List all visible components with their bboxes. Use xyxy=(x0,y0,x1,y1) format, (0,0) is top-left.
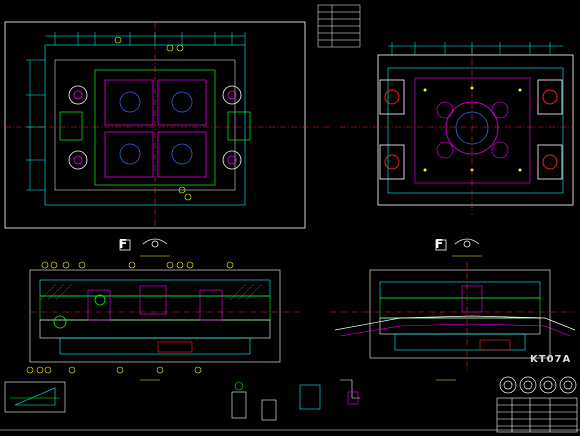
mold-plate-outline xyxy=(54,59,236,191)
plan-view-right-1 xyxy=(387,67,564,194)
plan-view-right-3 xyxy=(384,89,400,105)
section-hatching xyxy=(39,283,263,301)
plan-view-right-15 xyxy=(436,141,454,159)
plan-view-right-11 xyxy=(445,101,499,155)
title-block xyxy=(496,397,578,433)
plan-view-right-9 xyxy=(542,154,558,170)
guide-pillar xyxy=(68,85,88,105)
product-thumbnails xyxy=(499,376,577,394)
section-view-left-9 xyxy=(53,315,67,329)
ejector-housing xyxy=(537,144,563,180)
cavity-plate xyxy=(39,295,271,321)
top-clamp-plate xyxy=(39,279,271,297)
core-plate xyxy=(414,77,531,184)
plan-view-left-10 xyxy=(157,131,207,178)
plan-view-right-13 xyxy=(436,101,454,119)
plan-view-left-7 xyxy=(104,79,154,126)
guide-pillar xyxy=(222,150,242,170)
dimension-ticks-top xyxy=(45,32,246,45)
plan-view-left-4 xyxy=(73,155,83,165)
section-view-right-5 xyxy=(461,285,483,313)
section-view-left-0 xyxy=(29,269,281,363)
revision-table xyxy=(317,4,361,48)
section-view-right-0 xyxy=(369,269,551,359)
view-symbol-left xyxy=(119,238,170,257)
view-letter-right: F xyxy=(435,237,444,251)
plan-view-left-11 xyxy=(119,91,141,113)
plan-view-left-8 xyxy=(157,79,207,126)
ejector-housing xyxy=(537,79,563,115)
plan-view-left-13 xyxy=(119,143,141,165)
guide-pillar xyxy=(222,85,242,105)
section-view-left-5 xyxy=(87,289,111,321)
core-plate xyxy=(39,319,271,339)
mold-base-outline xyxy=(44,44,246,206)
plan-view-left-5 xyxy=(227,155,237,165)
ejector-housing xyxy=(379,79,405,115)
guide-pillar xyxy=(68,150,88,170)
section-view-right-6 xyxy=(479,339,511,351)
section-view-right xyxy=(330,262,576,381)
slide-block xyxy=(59,111,83,141)
plan-view-right-16 xyxy=(491,141,509,159)
plan-view-left xyxy=(4,21,330,229)
balloon-callouts xyxy=(114,36,192,201)
section-view-right-8 xyxy=(339,323,571,337)
section-view-left-10 xyxy=(157,341,193,353)
section-view-left-6 xyxy=(139,285,167,315)
dimension-ticks-top xyxy=(388,42,563,55)
section-view-left-7 xyxy=(199,289,223,321)
slide-block xyxy=(227,111,251,141)
plan-view-left-12 xyxy=(171,91,193,113)
plan-view-right-14 xyxy=(491,101,509,119)
view-letter-left: F xyxy=(119,237,128,251)
cooling-holes xyxy=(423,86,522,172)
plan-view-left-14 xyxy=(171,143,193,165)
detail-bottom-left xyxy=(4,381,66,413)
plan-view-left-3 xyxy=(227,90,237,100)
section-view-right-2 xyxy=(379,297,541,319)
section-view-right-4 xyxy=(394,333,526,351)
part-code: KT07A xyxy=(530,354,572,365)
plan-view-right-7 xyxy=(384,154,400,170)
plan-view-left-9 xyxy=(104,131,154,178)
plan-view-right-frame xyxy=(377,54,574,206)
ejector-plate xyxy=(59,337,251,355)
plan-view-right-5 xyxy=(542,89,558,105)
section-view-left xyxy=(26,261,300,381)
view-symbol-right xyxy=(435,238,482,257)
parting-line-profile xyxy=(334,315,576,331)
plan-view-left-2 xyxy=(73,90,83,100)
section-view-right-1 xyxy=(379,281,541,299)
dimension-ticks-left xyxy=(26,59,45,191)
balloon-callouts xyxy=(26,261,234,374)
plan-view-right xyxy=(340,42,574,215)
section-view-left-8 xyxy=(94,294,106,306)
detail-small-parts xyxy=(231,379,360,421)
ejector-housing xyxy=(379,144,405,180)
